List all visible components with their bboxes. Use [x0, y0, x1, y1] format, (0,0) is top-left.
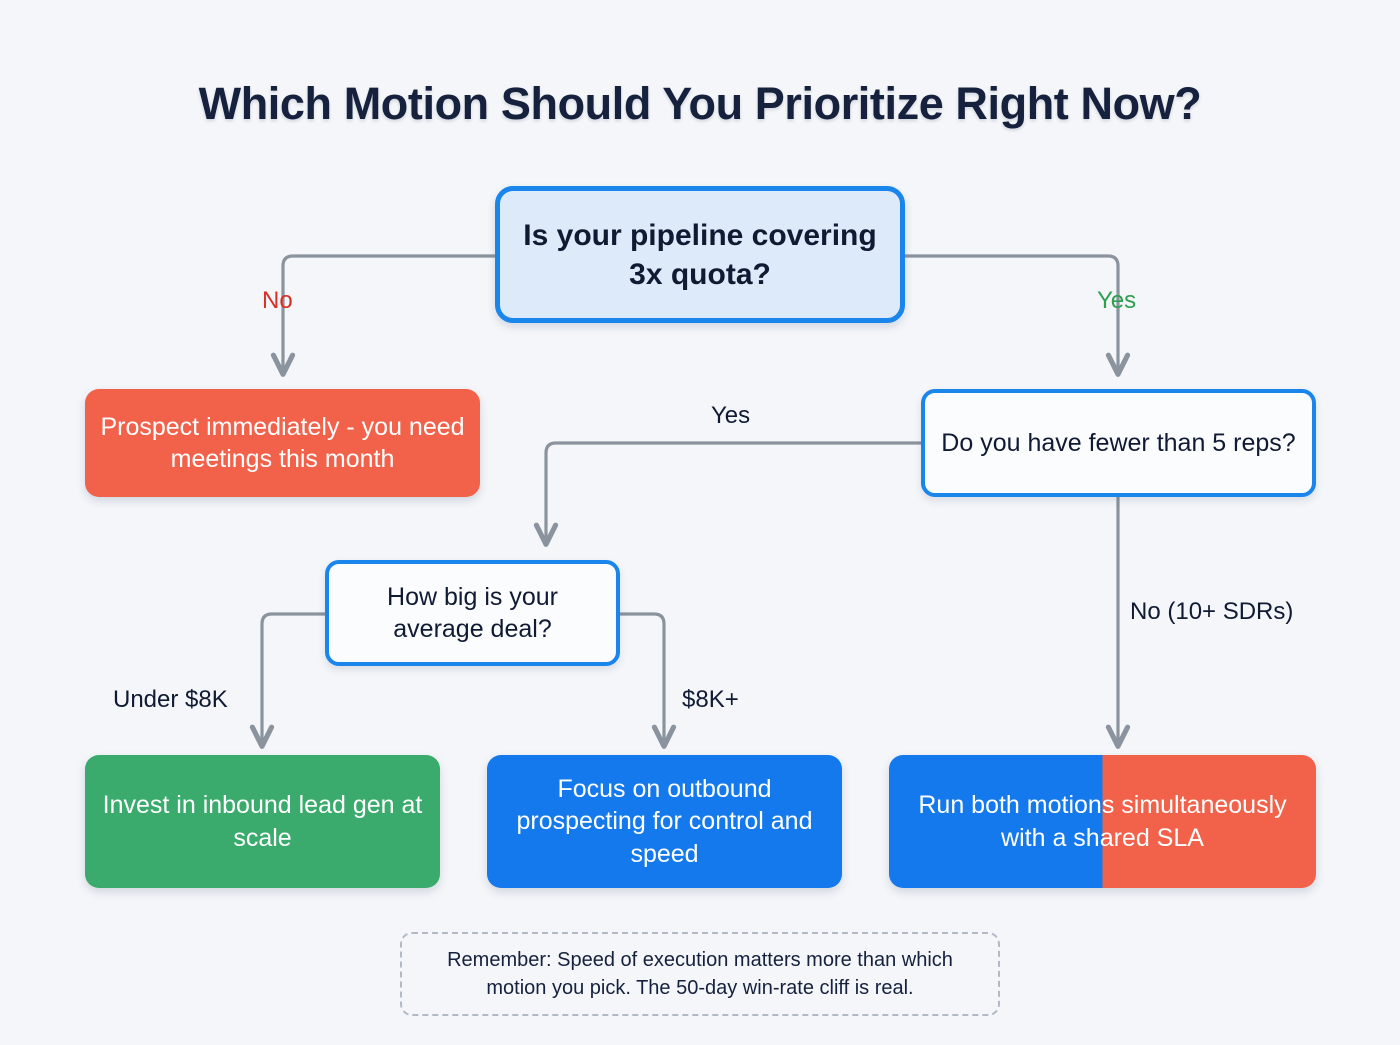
- node-deal-size-label: How big is your average deal?: [387, 582, 558, 644]
- edge-label-root-no: No: [262, 287, 293, 314]
- node-both-motions-outcome[interactable]: Run both motions simultaneously with a s…: [889, 755, 1316, 888]
- footnote-text: Remember: Speed of execution matters mor…: [447, 948, 953, 999]
- node-root-decision[interactable]: Is your pipeline covering 3x quota?: [495, 186, 905, 323]
- node-fewer-reps-label: Do you have fewer than 5 reps?: [941, 428, 1296, 457]
- node-outbound-label: Focus on outbound prospecting for contro…: [516, 774, 813, 868]
- edge-root-no: [270, 254, 497, 377]
- node-deal-size-decision[interactable]: How big is your average deal?: [325, 560, 620, 666]
- edge-root-yes: [903, 254, 1131, 377]
- node-inbound-label: Invest in inbound lead gen at scale: [102, 791, 423, 852]
- edge-label-reps-yes: Yes: [711, 402, 751, 429]
- node-fewer-reps-decision[interactable]: Do you have fewer than 5 reps?: [921, 389, 1316, 497]
- edge-deal-over: [618, 612, 677, 749]
- edge-reps-yes: [533, 441, 923, 547]
- edge-label-deal-over: $8K+: [682, 686, 739, 713]
- node-prospect-immediately-label: Prospect immediately - you need meetings…: [100, 412, 465, 474]
- edge-label-reps-no: No (10+ SDRs): [1130, 598, 1294, 625]
- node-outbound-outcome[interactable]: Focus on outbound prospecting for contro…: [487, 755, 842, 888]
- node-inbound-outcome[interactable]: Invest in inbound lead gen at scale: [85, 755, 440, 888]
- node-root-label: Is your pipeline covering 3x quota?: [523, 218, 877, 291]
- edge-label-deal-under: Under $8K: [113, 686, 228, 713]
- footnote-note: Remember: Speed of execution matters mor…: [400, 932, 1000, 1016]
- page-title: Which Motion Should You Prioritize Right…: [198, 78, 1202, 129]
- edge-label-root-yes: Yes: [1097, 287, 1137, 314]
- edge-deal-under: [249, 612, 327, 749]
- node-both-motions-label: Run both motions simultaneously with a s…: [918, 791, 1287, 852]
- node-prospect-immediately[interactable]: Prospect immediately - you need meetings…: [85, 389, 480, 497]
